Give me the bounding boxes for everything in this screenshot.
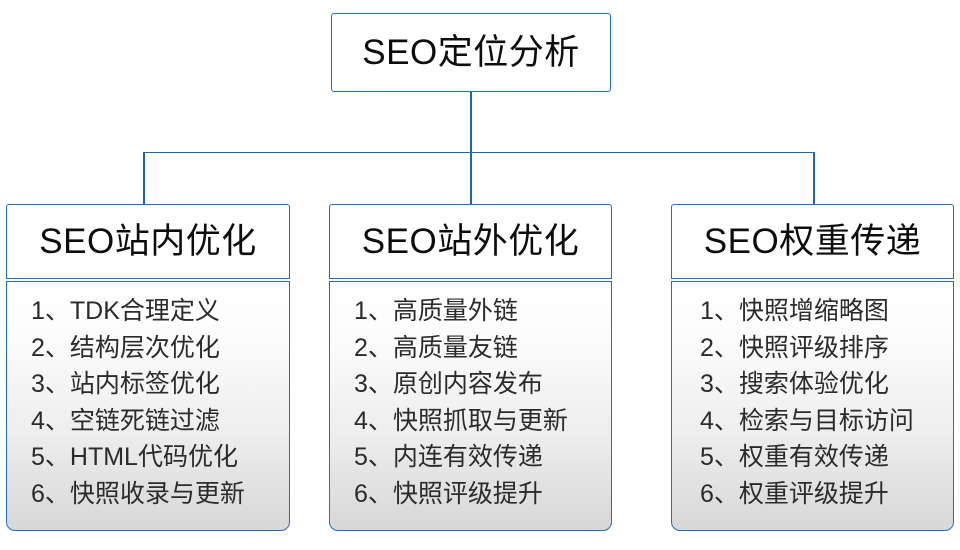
branch-3-item-list: 1、快照增缩略图 2、快照评级排序 3、搜索体验优化 4、检索与目标访问 5、权… [672, 293, 953, 512]
connector-branch-1-drop [143, 151, 145, 205]
branch-column-2: SEO站外优化 1、高质量外链 2、高质量友链 3、原创内容发布 4、快照抓取与… [329, 204, 612, 531]
connector-branch-3-drop [813, 151, 815, 205]
list-item: 6、权重评级提升 [700, 479, 889, 508]
branch-1-body: 1、TDK合理定义 2、结构层次优化 3、站内标签优化 4、空链死链过滤 5、H… [6, 281, 290, 531]
branch-1-item-list: 1、TDK合理定义 2、结构层次优化 3、站内标签优化 4、空链死链过滤 5、H… [7, 293, 289, 512]
root-node[interactable]: SEO定位分析 [331, 13, 611, 92]
branch-3-header[interactable]: SEO权重传递 [671, 204, 954, 279]
branch-2-header[interactable]: SEO站外优化 [329, 204, 612, 279]
branch-2-item-list: 1、高质量外链 2、高质量友链 3、原创内容发布 4、快照抓取与更新 5、内连有… [330, 293, 611, 512]
list-item: 2、结构层次优化 [31, 333, 220, 362]
branch-3-body: 1、快照增缩略图 2、快照评级排序 3、搜索体验优化 4、检索与目标访问 5、权… [671, 281, 954, 531]
list-item: 3、原创内容发布 [354, 370, 543, 398]
branch-column-1: SEO站内优化 1、TDK合理定义 2、结构层次优化 3、站内标签优化 4、空链… [6, 204, 290, 531]
branch-2-header-label: SEO站外优化 [361, 222, 580, 261]
connector-horizontal-bus [143, 151, 815, 154]
connector-root-vertical [470, 92, 472, 153]
list-item: 4、快照抓取与更新 [354, 406, 568, 435]
list-item: 5、内连有效传递 [354, 443, 543, 471]
branch-column-3: SEO权重传递 1、快照增缩略图 2、快照评级排序 3、搜索体验优化 4、检索与… [671, 204, 954, 531]
list-item: 1、快照增缩略图 [700, 297, 889, 325]
list-item: 1、高质量外链 [354, 297, 518, 325]
list-item: 4、空链死链过滤 [31, 406, 220, 435]
branch-3-header-label: SEO权重传递 [703, 222, 922, 261]
list-item: 2、高质量友链 [354, 333, 518, 362]
list-item: 5、HTML代码优化 [31, 443, 238, 471]
connector-branch-2-drop [470, 151, 472, 205]
branch-1-header[interactable]: SEO站内优化 [6, 204, 290, 279]
list-item: 4、检索与目标访问 [700, 406, 914, 435]
list-item: 3、搜索体验优化 [700, 370, 889, 398]
list-item: 5、权重有效传递 [700, 443, 889, 471]
list-item: 3、站内标签优化 [31, 370, 220, 398]
list-item: 2、快照评级排序 [700, 333, 889, 362]
list-item: 6、快照收录与更新 [31, 479, 245, 508]
list-item: 1、TDK合理定义 [31, 297, 220, 325]
branch-1-header-label: SEO站内优化 [39, 222, 257, 261]
branch-2-body: 1、高质量外链 2、高质量友链 3、原创内容发布 4、快照抓取与更新 5、内连有… [329, 281, 612, 531]
root-node-label: SEO定位分析 [362, 33, 580, 72]
list-item: 6、快照评级提升 [354, 479, 543, 508]
